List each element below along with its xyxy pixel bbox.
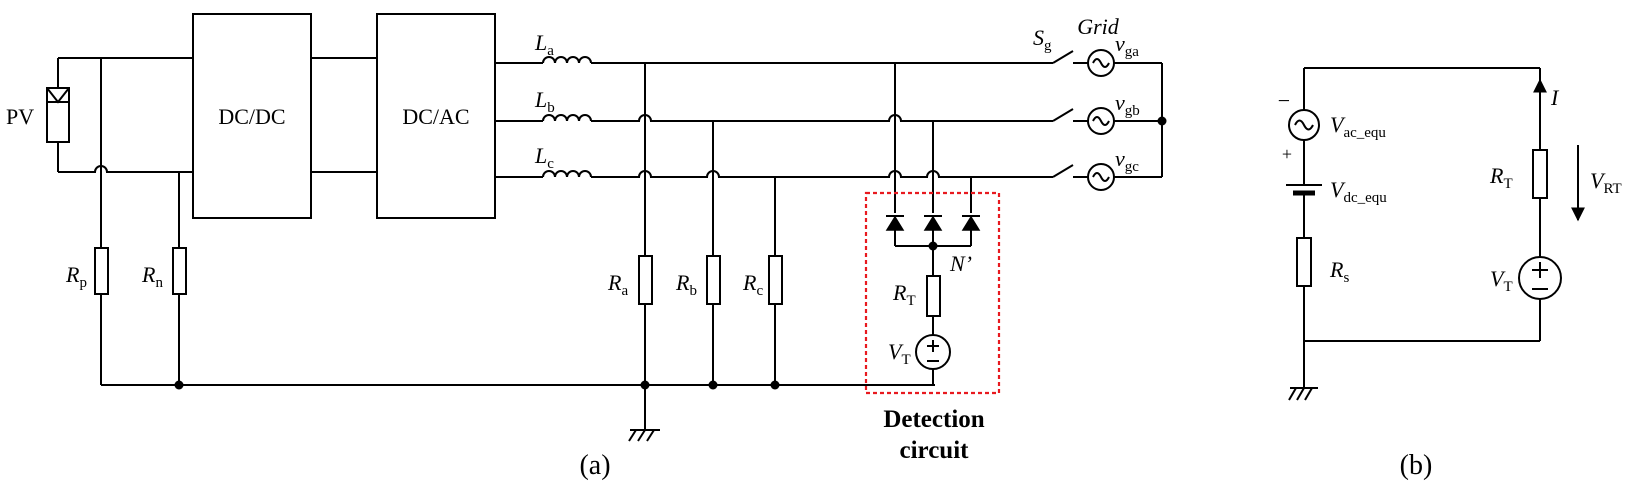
battery-icon [1286, 184, 1322, 196]
rp-label: Rp [65, 262, 87, 291]
vrt-label: VRT [1590, 168, 1622, 197]
caption-b: (b) [1400, 450, 1433, 481]
resistor-rp [94, 247, 109, 295]
switch-icon [1052, 108, 1088, 122]
pv-panel-icon [46, 58, 70, 172]
grid-label: Grid [1077, 14, 1120, 39]
diode-icon [961, 215, 981, 246]
vgb-label: vgb [1115, 90, 1140, 119]
vt-b-label: VT [1490, 266, 1513, 295]
current-label: I [1550, 85, 1560, 110]
caption-a: (a) [579, 450, 610, 481]
vt-label: VT [888, 339, 911, 368]
detection-label-line2: circuit [900, 437, 970, 464]
detection-circuit-box [864, 191, 1001, 395]
panel-b: − + Vac_equ Vdc_equ Rs I RT [1278, 67, 1622, 481]
vdc-equ-label: Vdc_equ [1330, 177, 1387, 206]
rb-label: Rb [675, 270, 697, 299]
pv-label: PV [6, 104, 34, 129]
ac-source-icon [1087, 49, 1115, 77]
rs-label: Rs [1329, 257, 1349, 286]
ground-icon [1288, 387, 1318, 401]
ra-label: Ra [607, 270, 628, 299]
sg-label: Sg [1033, 25, 1052, 54]
switch-icon [1052, 50, 1088, 64]
resistor-rs [1296, 237, 1312, 287]
dcac-label: DC/AC [402, 104, 469, 129]
rt-b-label: RT [1489, 163, 1513, 192]
resistor-rc [768, 255, 783, 305]
la-label: La [534, 30, 554, 59]
dc-source-icon [915, 334, 951, 370]
dc-source-icon [1518, 256, 1562, 300]
diode-icon [923, 215, 943, 246]
resistor-rb [706, 255, 721, 305]
diode-icon [885, 215, 905, 246]
lb-label: Lb [534, 87, 555, 116]
inductor-icon [542, 56, 592, 64]
switch-icon [1052, 164, 1088, 178]
vac-minus-sign: − [1278, 88, 1290, 113]
inductor-icon [542, 170, 592, 178]
vgc-label: vgc [1115, 146, 1139, 175]
lc-label: Lc [534, 143, 554, 172]
rc-label: Rc [742, 270, 763, 299]
inductor-icon [542, 114, 592, 122]
vga-label: vga [1115, 31, 1139, 60]
dcdc-label: DC/DC [218, 104, 285, 129]
vac-plus-sign: + [1282, 144, 1292, 164]
detection-label-line1: Detection [883, 406, 984, 433]
resistor-rt [926, 275, 941, 317]
phase-b-line [591, 114, 1053, 122]
ground-icon [628, 385, 660, 442]
panel-a: PV DC/DC DC/AC Rp Rn [6, 13, 1167, 481]
ac-source-icon [1288, 109, 1320, 141]
junction-dot [174, 380, 184, 390]
resistor-rt-b [1532, 149, 1548, 199]
ac-source-icon [1087, 163, 1115, 191]
vac-equ-label: Vac_equ [1330, 112, 1386, 141]
dcdc-block [192, 13, 312, 219]
rt-label: RT [892, 280, 916, 309]
node-n-prime-label: N’ [949, 251, 972, 276]
dcac-block [376, 13, 496, 219]
pv-negative-bus [58, 165, 193, 173]
phase-c-line [591, 170, 1053, 178]
resistor-rn [172, 247, 187, 295]
ac-source-icon [1087, 107, 1115, 135]
junction-dot [1157, 116, 1167, 126]
resistor-ra [638, 255, 653, 305]
rn-label: Rn [141, 262, 163, 291]
